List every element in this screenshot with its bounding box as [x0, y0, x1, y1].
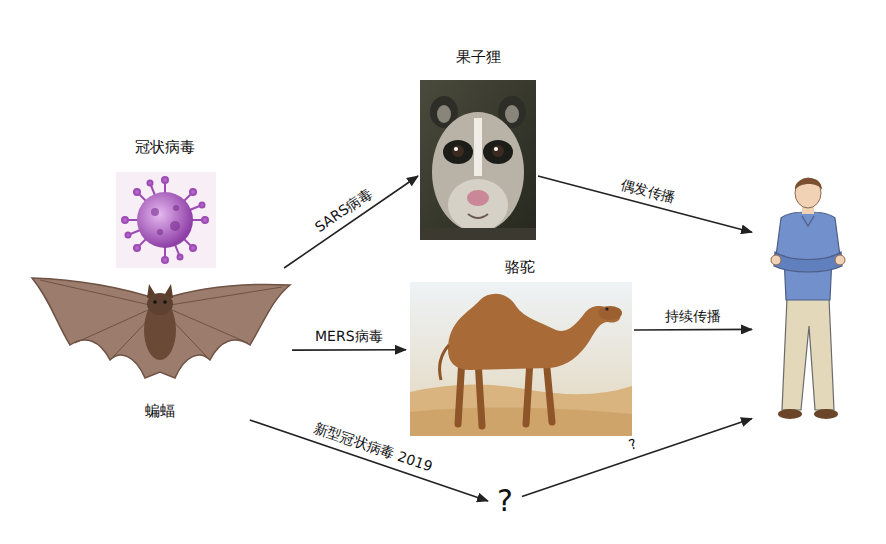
- transmission-arrow: [250, 420, 488, 501]
- edge-label: 持续传播: [663, 308, 723, 325]
- edge-label: ?: [625, 435, 641, 455]
- transmission-arrow: [292, 349, 406, 351]
- edge-label: 偶发传播: [617, 175, 679, 207]
- transmission-arrow: [538, 176, 752, 232]
- unknown-host-node: ?: [488, 478, 522, 524]
- node-label: 果子狸: [456, 48, 501, 66]
- person-node: [752, 162, 874, 432]
- bat-node: 蝙蝠: [28, 268, 292, 420]
- transmission-arrow: [634, 329, 752, 331]
- civet-photo: [420, 80, 536, 240]
- transmission-arrow: [284, 176, 418, 268]
- camel-photo: [410, 282, 632, 436]
- civet-node: 果子狸: [418, 48, 538, 242]
- virus-node: 冠状病毒: [112, 138, 218, 270]
- node-label: 骆驼: [505, 258, 535, 276]
- bat-picture: [32, 278, 290, 378]
- person-figure: [771, 178, 845, 419]
- camel-node: 骆驼: [406, 258, 634, 438]
- transmission-arrow: [522, 419, 752, 497]
- node-label: ?: [497, 483, 513, 519]
- node-label: 蝙蝠: [145, 402, 175, 420]
- virus-picture: [116, 172, 216, 268]
- node-label: 冠状病毒: [135, 138, 195, 156]
- edge-label: MERS病毒: [313, 328, 385, 345]
